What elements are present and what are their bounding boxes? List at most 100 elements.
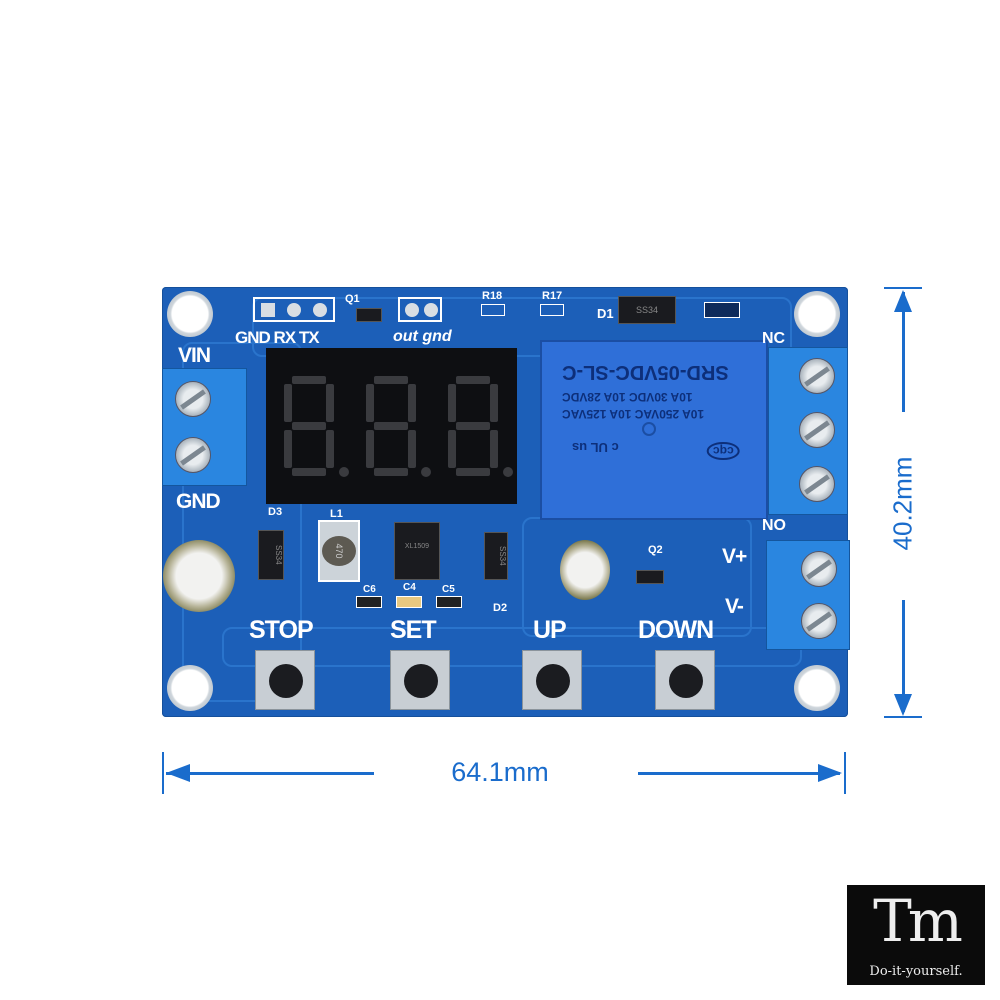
ul-mark: c UL us (572, 440, 619, 455)
no-label: NO (762, 517, 786, 534)
display-segment (408, 430, 416, 468)
screw-gnd[interactable] (175, 437, 211, 473)
display-segment (374, 422, 408, 430)
display-segment (326, 430, 334, 468)
up-label: UP (533, 616, 567, 644)
l1-label: L1 (330, 508, 343, 520)
screw-vplus[interactable] (801, 551, 837, 587)
r18-label: R18 (482, 290, 503, 302)
display-decimal-point (421, 467, 431, 477)
d3-label: D3 (268, 506, 283, 518)
display-segment (490, 384, 498, 422)
up-button[interactable] (522, 650, 582, 710)
down-label: DOWN (638, 616, 714, 644)
height-dim-line-bottom (902, 600, 905, 712)
display-segment (284, 430, 292, 468)
serial-header (253, 297, 335, 322)
display-segment (292, 468, 326, 476)
out-label: out (393, 328, 418, 345)
display-segment (448, 430, 456, 468)
relay-rating-ac: 10A 250VAC 10A 125VAC (562, 407, 705, 421)
c5-label: C5 (442, 584, 455, 595)
stop-label: STOP (249, 616, 314, 644)
display-segment (292, 422, 326, 430)
arrow-left-icon (166, 764, 190, 782)
width-dim-tick-right (844, 752, 846, 794)
arrow-down-icon (894, 694, 912, 716)
set-button[interactable] (390, 650, 450, 710)
r17-resistor (540, 304, 564, 316)
display-segment (366, 430, 374, 468)
mounting-hole (167, 665, 213, 711)
logo-tagline: Do-it-yourself. (869, 964, 963, 979)
d2-diode: SS34 (484, 532, 508, 580)
display-segment (284, 384, 292, 422)
mounting-hole (794, 665, 840, 711)
r17-label: R17 (542, 290, 563, 302)
d2-label: D2 (493, 602, 508, 614)
power-led (704, 302, 740, 318)
input-terminal-block[interactable] (162, 368, 247, 486)
serial-header-labels: GND RX TX (235, 328, 320, 348)
display-segment (374, 376, 408, 384)
screw-no[interactable] (799, 466, 835, 502)
screw-vminus[interactable] (801, 603, 837, 639)
display-segment (326, 384, 334, 422)
q2-label: Q2 (648, 544, 663, 556)
power-terminal-block[interactable] (766, 540, 850, 650)
electrolytic-capacitor (163, 540, 235, 612)
display-segment (490, 430, 498, 468)
display-segment (456, 468, 490, 476)
c6-capacitor (356, 596, 382, 608)
relay-rating-dc: 10A 30VDC 10A 28VDC (562, 390, 693, 404)
screw-vin[interactable] (175, 381, 211, 417)
d3-diode: SS34 (258, 530, 284, 580)
buck-converter-chip: XL1509 (394, 522, 440, 580)
electrolytic-capacitor-2 (560, 540, 610, 600)
output-header (398, 297, 442, 322)
screw-com[interactable] (799, 412, 835, 448)
arrow-up-icon (894, 290, 912, 312)
screw-nc[interactable] (799, 358, 835, 394)
display-decimal-point (339, 467, 349, 477)
height-dim-tick-bottom (884, 716, 922, 718)
relay: SRD-05VDC-SL-C 10A 30VDC 10A 28VDC 10A 2… (540, 340, 768, 520)
display-segment (456, 422, 490, 430)
gnd-label: GND (176, 490, 221, 513)
c5-capacitor (436, 596, 462, 608)
tx-pin-label: TX (298, 328, 320, 347)
relay-model: SRD-05VDC-SL-C (562, 361, 729, 383)
set-label: SET (390, 616, 437, 644)
display-segment (408, 384, 416, 422)
height-dim-line-top (902, 292, 905, 412)
display-decimal-point (503, 467, 513, 477)
nc-label: NC (762, 330, 786, 347)
display-segment (366, 384, 374, 422)
c6-label: C6 (363, 584, 376, 595)
relay-terminal-block[interactable] (768, 347, 848, 515)
l1-marking: 470 (322, 536, 356, 566)
mounting-hole (167, 291, 213, 337)
vminus-label: V- (725, 595, 744, 618)
q1-transistor (356, 308, 382, 322)
rx-pin-label: RX (273, 328, 297, 347)
display-segment (374, 468, 408, 476)
q2-transistor (636, 570, 664, 584)
d1-diode: SS34 (618, 296, 676, 324)
stop-button[interactable] (255, 650, 315, 710)
display-segment (292, 376, 326, 384)
height-dim-tick-top (884, 287, 922, 289)
seven-segment-display (266, 348, 517, 504)
gnd-small-label: gnd (422, 328, 452, 345)
mounting-hole (794, 291, 840, 337)
height-dimension-label: 40.2mm (887, 456, 918, 551)
vin-label: VIN (178, 344, 211, 367)
inductor-l1: 470 (318, 520, 360, 582)
down-button[interactable] (655, 650, 715, 710)
c4-label: C4 (403, 582, 416, 593)
cqc-mark: cqc (707, 442, 740, 460)
logo-mark: Tm (873, 887, 963, 955)
display-segment (448, 384, 456, 422)
width-dimension-label: 64.1mm (451, 757, 549, 787)
arrow-right-icon (818, 764, 842, 782)
